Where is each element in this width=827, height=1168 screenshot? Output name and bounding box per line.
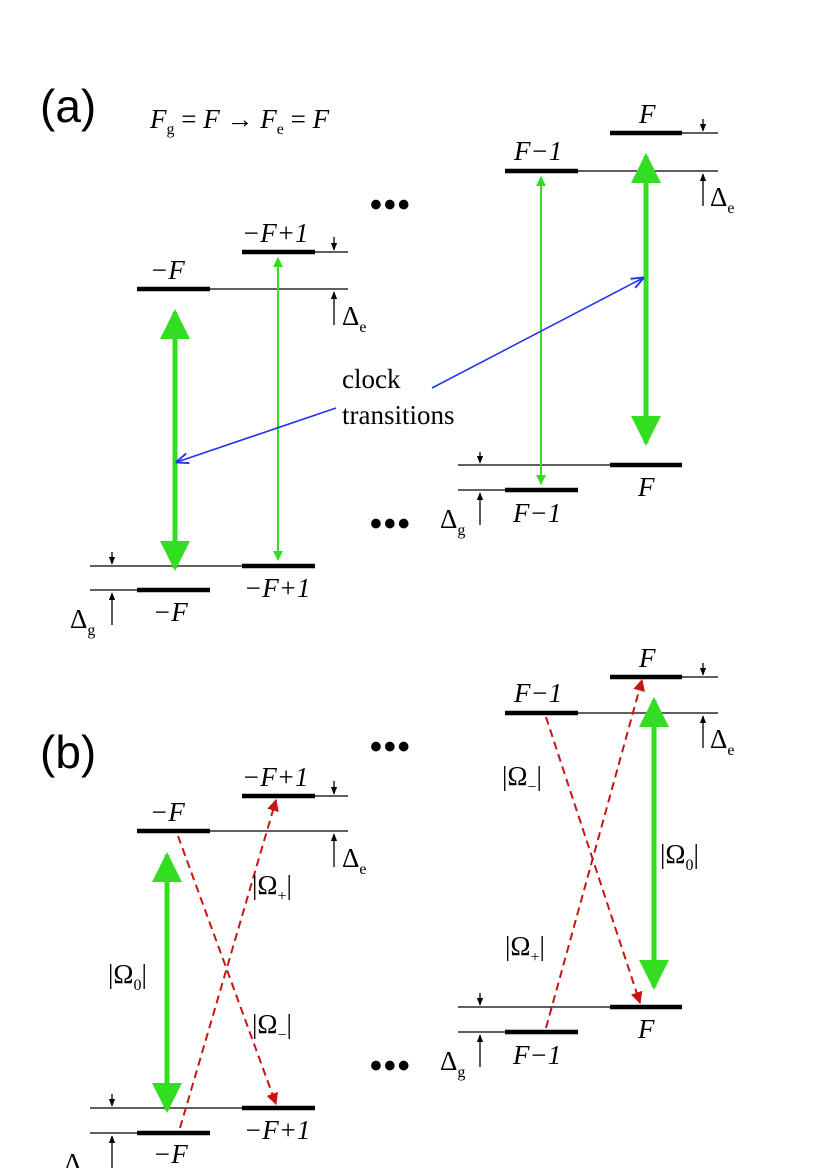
label-excited-minus-F: −F bbox=[150, 797, 185, 827]
ellipsis: ••• bbox=[370, 728, 412, 766]
sigma-minus-transition-arrow bbox=[545, 716, 643, 1005]
label-excited-F: F bbox=[638, 99, 656, 129]
rabi-omega-minus-label: |Ω−| bbox=[252, 1009, 292, 1044]
rabi-omega-minus-label: |Ω−| bbox=[502, 761, 542, 796]
delta-e-label: Δe bbox=[710, 182, 734, 217]
rabi-omega-plus-label: |Ω+| bbox=[505, 931, 545, 966]
panel-a-label: (a) bbox=[40, 80, 96, 132]
label-excited-F-minus-1: F−1 bbox=[513, 678, 562, 708]
delta-e-label: Δe bbox=[342, 301, 366, 336]
delta-e-label: Δe bbox=[710, 724, 734, 759]
ellipsis: ••• bbox=[370, 1047, 412, 1085]
label-excited-minus-F: −F bbox=[150, 255, 185, 285]
ellipsis: ••• bbox=[370, 186, 412, 224]
panel-b-label: (b) bbox=[40, 726, 96, 778]
ellipsis: ••• bbox=[370, 505, 412, 543]
panel-a: (a) Fg = F → Fe = F −F −F+1 Δe F−1 F Δe … bbox=[40, 80, 734, 639]
label-ground-F: F bbox=[637, 1014, 655, 1044]
label-ground-F-minus-1: F−1 bbox=[512, 498, 561, 528]
label-excited-F-minus-1: F−1 bbox=[513, 136, 562, 166]
delta-e-label: Δe bbox=[342, 843, 366, 878]
sigma-plus-transition-arrow bbox=[179, 798, 279, 1129]
label-excited-minus-F-plus-1: −F+1 bbox=[242, 762, 308, 792]
panel-b: (b) −F −F+1 Δe F−1 F Δe ••• −F+1 −F Δ F bbox=[40, 643, 734, 1168]
label-excited-F: F bbox=[638, 643, 656, 673]
delta-g-label: Δ bbox=[64, 1148, 81, 1168]
delta-g-label: Δg bbox=[70, 604, 95, 639]
rabi-omega0-label: |Ω0| bbox=[108, 959, 147, 994]
label-ground-minus-F-plus-1: −F+1 bbox=[244, 573, 310, 603]
sigma-plus-transition-arrow bbox=[545, 678, 645, 1029]
delta-g-label: Δg bbox=[440, 1046, 465, 1081]
sigma-minus-transition-arrow bbox=[177, 835, 278, 1106]
rabi-omega-plus-label: |Ω+| bbox=[252, 870, 292, 905]
label-ground-F-minus-1: F−1 bbox=[512, 1040, 561, 1070]
rabi-omega0-label: |Ω0| bbox=[660, 839, 699, 874]
annotation-pointer-arrow bbox=[431, 278, 643, 389]
label-ground-F: F bbox=[637, 472, 655, 502]
annotation-clock: clock bbox=[342, 364, 401, 394]
delta-g-label: Δg bbox=[440, 504, 465, 539]
label-ground-minus-F: −F bbox=[153, 597, 188, 627]
label-ground-minus-F: −F bbox=[153, 1139, 188, 1168]
annotation-pointer-arrow bbox=[177, 407, 337, 462]
label-ground-minus-F-plus-1: −F+1 bbox=[244, 1115, 310, 1145]
annotation-transitions: transitions bbox=[342, 400, 455, 430]
label-excited-minus-F-plus-1: −F+1 bbox=[242, 218, 308, 248]
hyperfine-formula: Fg = F → Fe = F bbox=[149, 104, 330, 138]
